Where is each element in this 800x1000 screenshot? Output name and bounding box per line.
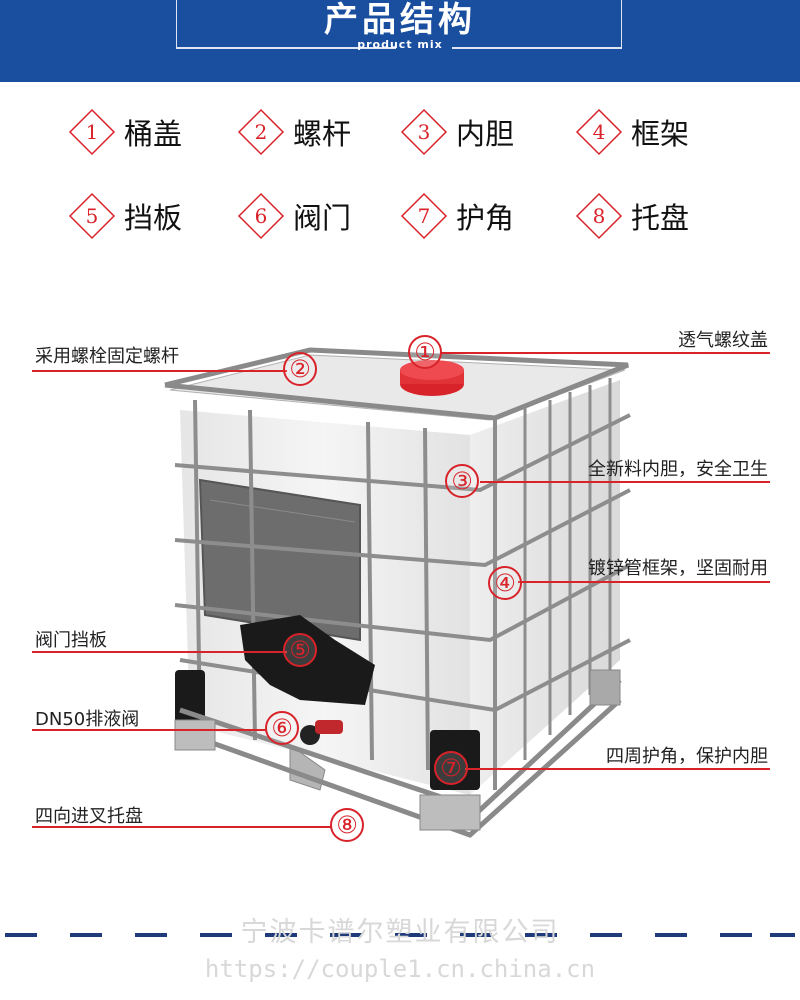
callout-label: 四周护角，保护内胆 xyxy=(606,746,768,767)
diamond-badge-icon: 3 xyxy=(400,108,448,156)
diamond-badge-icon: 2 xyxy=(237,108,285,156)
footer-dash xyxy=(590,933,622,937)
legend-item-1: 1 桶盖 xyxy=(68,108,182,156)
footer-dash xyxy=(330,933,362,937)
callout-label: 镀锌管框架，坚固耐用 xyxy=(588,558,768,579)
callout-leader-line xyxy=(32,651,287,653)
legend-item-8: 8 托盘 xyxy=(575,192,689,240)
url-watermark: https://couple1.cn.china.cn xyxy=(204,955,596,983)
callout-leader-line xyxy=(32,370,287,372)
callout-number-badge: ③ xyxy=(445,464,479,498)
callout-label: 全新料内胆，安全卫生 xyxy=(588,459,768,480)
footer-dash xyxy=(5,933,37,937)
callout-leader-line xyxy=(518,581,770,583)
footer-dash xyxy=(135,933,167,937)
diamond-badge-icon: 1 xyxy=(68,108,116,156)
page-title: 产品结构 xyxy=(324,0,476,40)
legend-item-3: 3 内胆 xyxy=(400,108,514,156)
legend-item-7: 7 护角 xyxy=(400,192,514,240)
footer-dash xyxy=(720,933,752,937)
callout-number-badge: ② xyxy=(283,352,317,386)
legend-item-4: 4 框架 xyxy=(575,108,689,156)
legend-item-5: 5 挡板 xyxy=(68,192,182,240)
diamond-badge-icon: 8 xyxy=(575,192,623,240)
footer-dash xyxy=(265,933,297,937)
footer-dash xyxy=(770,933,795,937)
callout-number-badge: ⑧ xyxy=(330,808,364,842)
callout-leader-line xyxy=(440,352,770,354)
callout-number-badge: ⑤ xyxy=(283,633,317,667)
diamond-badge-icon: 5 xyxy=(68,192,116,240)
callout-leader-line xyxy=(32,729,267,731)
footer-dash xyxy=(460,933,492,937)
callout-number-badge: ④ xyxy=(488,566,522,600)
callout-leader-line xyxy=(32,826,332,828)
footer-dash xyxy=(200,933,232,937)
header-banner: 产品结构 product mix xyxy=(0,0,800,82)
diamond-badge-icon: 7 xyxy=(400,192,448,240)
footer-dash xyxy=(70,933,102,937)
page-subtitle: product mix xyxy=(357,38,443,51)
callout-label: 阀门挡板 xyxy=(35,630,107,651)
callout-label: DN50排液阀 xyxy=(35,709,140,730)
company-watermark: 宁波卡谱尔塑业有限公司 xyxy=(240,917,560,948)
ibc-tank-illustration xyxy=(164,347,631,838)
header-frame xyxy=(176,0,622,48)
callout-number-badge: ⑦ xyxy=(434,751,468,785)
callout-label: 采用螺栓固定螺杆 xyxy=(35,346,179,367)
legend-item-2: 2 螺杆 xyxy=(237,108,351,156)
legend-item-6: 6 阀门 xyxy=(237,192,351,240)
callout-number-badge: ① xyxy=(408,335,442,369)
footer-dash xyxy=(655,933,687,937)
diamond-badge-icon: 4 xyxy=(575,108,623,156)
footer-dash xyxy=(525,933,557,937)
callout-number-badge: ⑥ xyxy=(265,711,299,745)
header-divider-right xyxy=(452,47,622,49)
callout-label: 透气螺纹盖 xyxy=(678,330,768,351)
diamond-badge-icon: 6 xyxy=(237,192,285,240)
callout-leader-line xyxy=(480,481,770,483)
header-divider-left xyxy=(176,47,396,49)
footer-dash xyxy=(395,933,427,937)
callout-leader-line xyxy=(465,768,770,770)
callout-label: 四向进叉托盘 xyxy=(35,806,143,827)
